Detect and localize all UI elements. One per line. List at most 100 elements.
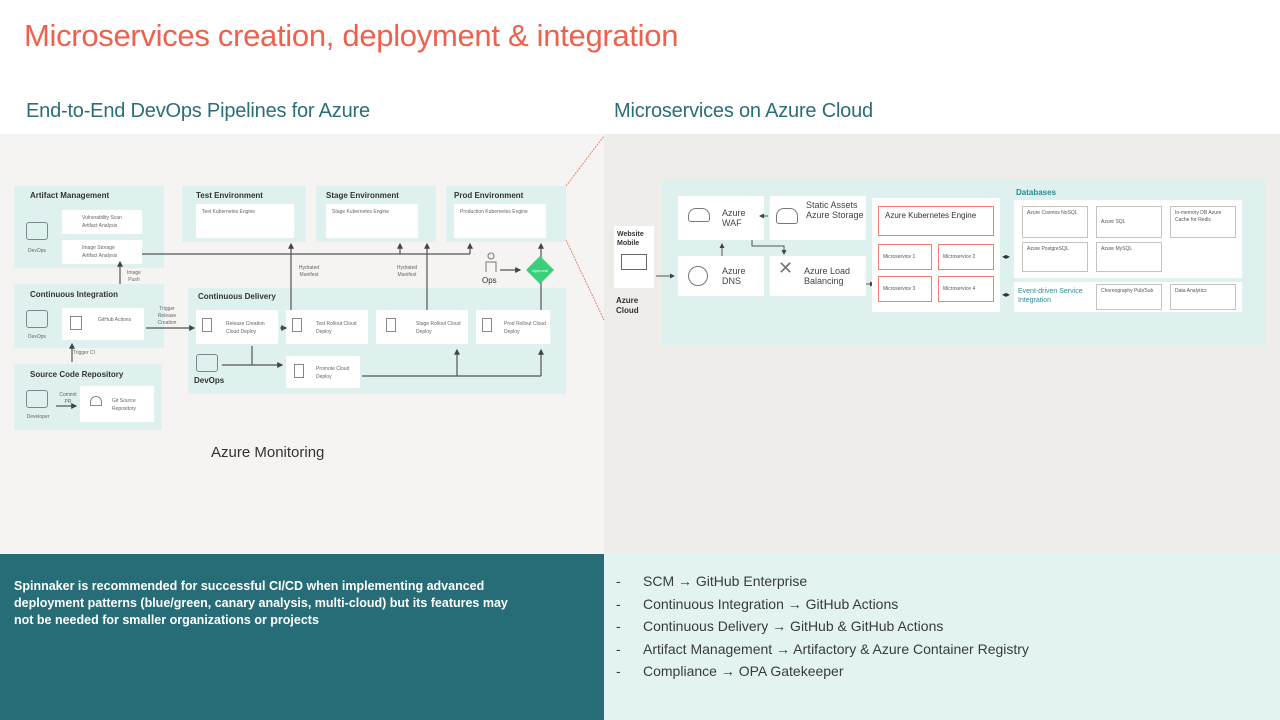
cosmos-db-box[interactable]: Azure Cosmos NoSQL bbox=[1022, 206, 1088, 238]
databases-title: Databases bbox=[1016, 188, 1057, 197]
ops-label: Ops bbox=[482, 276, 497, 285]
image-push-label: Image Push bbox=[127, 270, 141, 283]
continuous-integration-group: Continuous Integration DevOps GitHub Act… bbox=[14, 284, 164, 348]
vulnerability-scan-box[interactable]: Vulnerability Scan Artifact Analysis bbox=[62, 210, 142, 234]
website-mobile-box[interactable]: Website Mobile bbox=[614, 226, 654, 288]
connector-line-top bbox=[565, 135, 605, 187]
website-mobile-label: Website Mobile bbox=[617, 231, 644, 247]
pipeline-icon bbox=[202, 318, 212, 332]
pipeline-connectors bbox=[56, 242, 554, 409]
stage-rollout-box[interactable]: Stage Rollout Cloud Deploy bbox=[376, 310, 468, 344]
hydrated-manifest-label: Hydrated Manifest bbox=[396, 265, 418, 278]
pipeline-icon bbox=[386, 318, 396, 332]
azure-waf-label: Azure WAF bbox=[722, 208, 746, 228]
pubsub-box[interactable]: Choreography Pub/Sub bbox=[1096, 284, 1162, 310]
right-section-heading: Microservices on Azure Cloud bbox=[614, 100, 873, 122]
bidirectional-arrow-icon: ◂▸ bbox=[1002, 290, 1011, 299]
commit-pr-label: Commit PR bbox=[59, 392, 77, 405]
group-title: Source Code Repository bbox=[30, 370, 124, 379]
mysql-box[interactable]: Azure MySQL bbox=[1096, 242, 1162, 272]
hydrated-manifest-label: Hydrated Manifest bbox=[298, 265, 320, 278]
microservice-1-box[interactable]: Microservice 1 bbox=[878, 244, 932, 270]
source-code-repository-group: Source Code Repository Developer Commit … bbox=[14, 364, 162, 430]
approval-diamond bbox=[526, 256, 554, 284]
cloud-download-icon bbox=[688, 208, 710, 222]
tooling-item: -SCM → GitHub Enterprise bbox=[616, 573, 808, 589]
actor-label: Developer bbox=[26, 414, 50, 420]
load-balancing-label: Azure Load Balancing bbox=[804, 266, 851, 286]
git-repo-label: Git Source Repository bbox=[112, 398, 136, 412]
event-driven-title: Event-driven Service Integration bbox=[1018, 288, 1083, 304]
github-actions-label: GitHub Actions bbox=[98, 317, 132, 323]
group-title: Continuous Integration bbox=[30, 290, 118, 299]
monitor-icon bbox=[621, 254, 647, 270]
artifact-management-group: Artifact Management DevOps Vulnerability… bbox=[14, 186, 164, 268]
devops-user-icon bbox=[196, 354, 218, 372]
actor-label: DevOps bbox=[27, 248, 47, 254]
tooling-item: -Continuous Delivery → GitHub & GitHub A… bbox=[616, 618, 944, 634]
group-title: Test Environment bbox=[196, 191, 263, 200]
actor-label: DevOps bbox=[27, 334, 47, 340]
databases-container: Azure Cosmos NoSQL Azure SQL In-memory D… bbox=[1014, 200, 1242, 278]
tooling-item: -Artifact Management → Artifactory & Azu… bbox=[616, 640, 1029, 657]
approval-label: Approval bbox=[532, 268, 548, 273]
postgresql-box[interactable]: Azure PostgreSQL bbox=[1022, 242, 1088, 272]
connector-line-bottom bbox=[565, 239, 605, 321]
aks-engine-box[interactable]: Azure Kubernetes Engine bbox=[878, 206, 994, 236]
devops-user-icon bbox=[26, 222, 48, 240]
ops-person-icon bbox=[485, 252, 497, 272]
microservice-4-box[interactable]: Microservice 4 bbox=[938, 276, 994, 302]
zoom-connector bbox=[565, 135, 605, 321]
image-storage-box[interactable]: Image Storage Artifact Analysis bbox=[62, 240, 142, 264]
cloud-storage-icon bbox=[776, 208, 798, 224]
trigger-release-label: Trigger Release Creation bbox=[157, 306, 177, 326]
devops-user-icon bbox=[26, 310, 48, 328]
actor-label: DevOps bbox=[194, 376, 225, 385]
group-title: Artifact Management bbox=[30, 191, 110, 200]
azure-dns-label: Azure DNS bbox=[722, 266, 746, 286]
microservice-3-box[interactable]: Microservice 3 bbox=[878, 276, 932, 302]
microservice-2-box[interactable]: Microservice 2 bbox=[938, 244, 994, 270]
group-title: Prod Environment bbox=[454, 191, 524, 200]
production-kubernetes-box[interactable]: Production Kubernetes Engine bbox=[454, 204, 546, 238]
promote-box[interactable]: Promote Cloud Deploy bbox=[286, 356, 360, 388]
pipeline-icon bbox=[294, 364, 304, 378]
dns-icon bbox=[688, 266, 708, 286]
aks-container: Azure Kubernetes Engine Microservice 1 M… bbox=[872, 198, 1000, 312]
static-assets-label: Static Assets Azure Storage bbox=[806, 200, 864, 220]
developer-icon bbox=[26, 390, 48, 408]
static-assets-box[interactable]: Static Assets Azure Storage bbox=[770, 196, 866, 240]
spinnaker-note: Spinnaker is recommended for successful … bbox=[14, 579, 508, 627]
tooling-item: -Continuous Integration → GitHub Actions bbox=[616, 595, 899, 612]
group-title: Continuous Delivery bbox=[198, 292, 276, 301]
test-rollout-box[interactable]: Test Rollout Cloud Deploy bbox=[286, 310, 368, 344]
azure-monitoring-label: Azure Monitoring bbox=[211, 444, 325, 461]
redis-cache-box[interactable]: In-memory DB Azure Cache for Redis bbox=[1170, 206, 1236, 238]
azure-waf-box[interactable]: Azure WAF bbox=[678, 196, 764, 240]
page-title: Microservices creation, deployment & int… bbox=[24, 18, 679, 53]
git-icon bbox=[90, 396, 102, 406]
trigger-ci-label: Trigger CI bbox=[72, 350, 96, 356]
event-driven-container: Event-driven Service Integration Choreog… bbox=[1014, 282, 1242, 312]
azure-cloud-label: Azure Cloud bbox=[616, 296, 639, 315]
test-kubernetes-box[interactable]: Test Kubernetes Engine bbox=[196, 204, 294, 238]
bidirectional-arrow-icon: ◂▸ bbox=[1002, 252, 1011, 261]
stage-kubernetes-box[interactable]: Stage Kubernetes Engine bbox=[326, 204, 418, 238]
azure-sql-box[interactable]: Azure SQL bbox=[1096, 206, 1162, 238]
release-creation-box[interactable]: Release Creation Cloud Deploy bbox=[196, 310, 278, 344]
azure-dns-box[interactable]: Azure DNS bbox=[678, 256, 764, 296]
tooling-panel bbox=[604, 554, 1280, 720]
pipeline-icon bbox=[70, 316, 82, 330]
tooling-list: -SCM → GitHub Enterprise -Continuous Int… bbox=[616, 570, 1029, 683]
prod-environment-group: Prod Environment Production Kubernetes E… bbox=[446, 186, 566, 242]
github-actions-box[interactable]: GitHub Actions bbox=[62, 308, 144, 340]
test-environment-group: Test Environment Test Kubernetes Engine bbox=[182, 186, 306, 242]
stage-environment-group: Stage Environment Stage Kubernetes Engin… bbox=[316, 186, 436, 242]
tooling-item: -Compliance → OPA Gatekeeper bbox=[616, 663, 844, 679]
load-balancing-box[interactable]: ✕ Azure Load Balancing bbox=[770, 256, 866, 296]
prod-rollout-box[interactable]: Prod Rollout Cloud Deploy bbox=[476, 310, 550, 344]
group-title: Stage Environment bbox=[326, 191, 399, 200]
spinnaker-note-panel bbox=[0, 554, 604, 720]
data-analytics-box[interactable]: Data Analytics bbox=[1170, 284, 1236, 310]
